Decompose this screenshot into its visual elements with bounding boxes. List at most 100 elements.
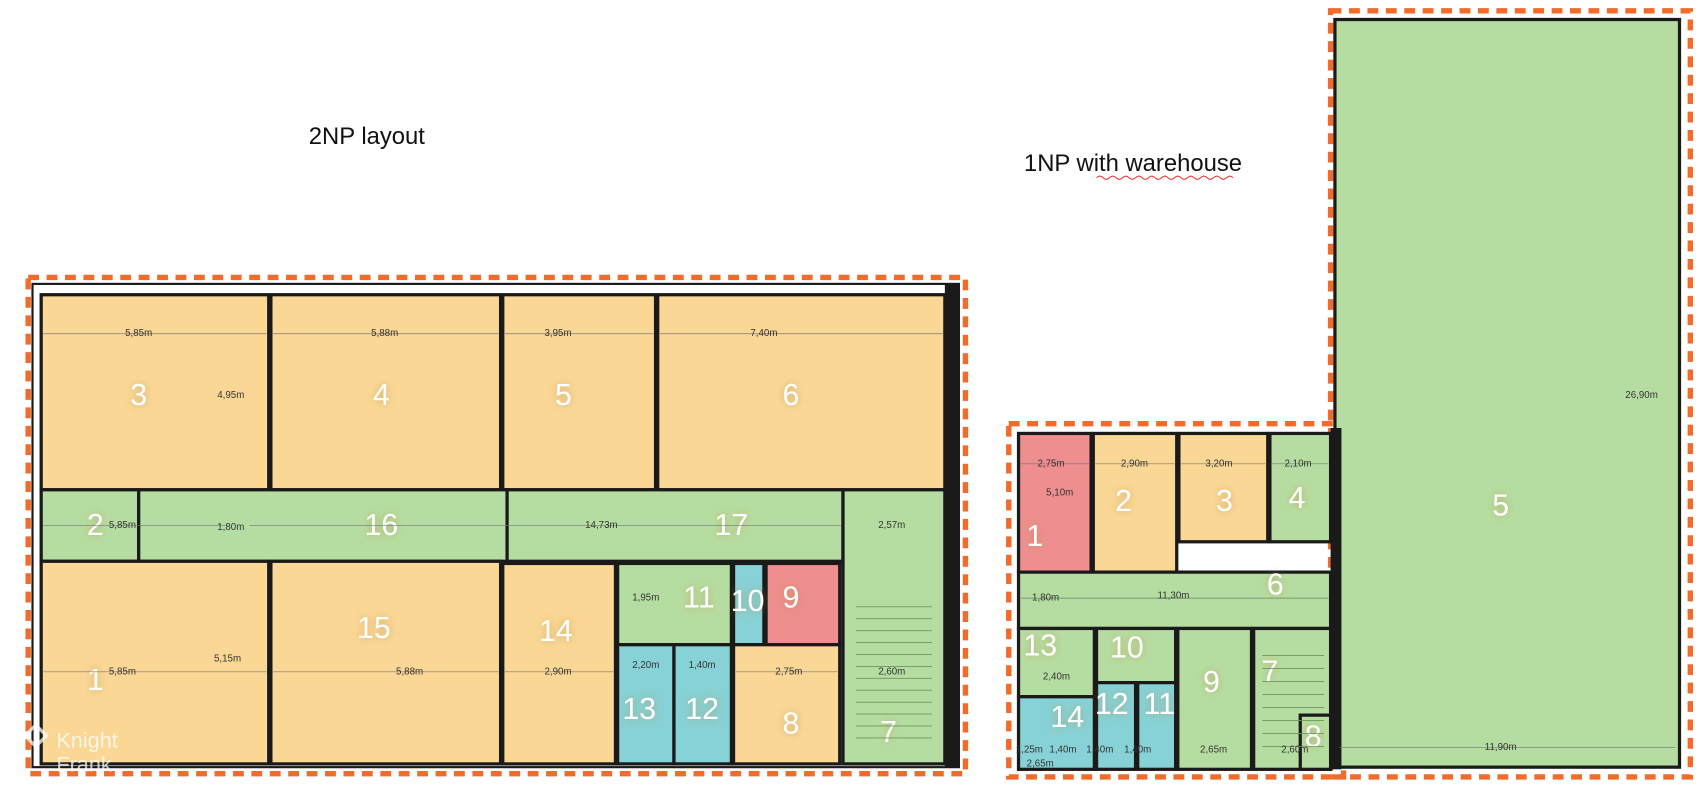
floor1-room <box>1268 431 1333 544</box>
floor1-dimension: 11,90m <box>1485 742 1517 753</box>
floor1-room-number: 6 <box>1267 569 1284 602</box>
floor2-room-number: 5 <box>555 379 572 412</box>
floor1-room-number: 8 <box>1305 720 1322 753</box>
floor1-room <box>1094 681 1138 771</box>
floor2-dimension: 2,75m <box>775 666 802 677</box>
floor1-room <box>1298 713 1333 771</box>
floor1-dimension: 2,65m <box>1200 744 1227 755</box>
floor2-room <box>672 643 734 766</box>
floor2-dimension: 5,85m <box>109 520 136 531</box>
floor2-room <box>269 293 503 492</box>
floor1-room-number: 10 <box>1110 631 1144 664</box>
logo-mark-icon <box>22 722 49 749</box>
floor1-dimension: 1,40m <box>1049 744 1076 755</box>
floor1-room-number: 3 <box>1216 485 1233 518</box>
floor2-dimension: 7,40m <box>750 328 777 339</box>
floor2-room <box>841 488 947 766</box>
floor1-room-number: 13 <box>1023 629 1057 662</box>
floor1-room <box>1176 626 1254 771</box>
boundary-outline <box>1327 8 1694 780</box>
floor2-room-number: 9 <box>783 582 800 615</box>
floor1-dimension: 1,40m <box>1086 744 1113 755</box>
floor1-room <box>1016 626 1097 699</box>
floor2-dimension: 1,40m <box>689 660 716 671</box>
floor1-dimension: 1,40m <box>1124 744 1151 755</box>
warehouse-room-number: 5 <box>1492 490 1509 523</box>
floor1-dimension: 3,20m <box>1205 458 1232 469</box>
floor1-dimension: 26,90m <box>1625 390 1658 401</box>
floor1-dimension: 1,25m <box>1016 744 1043 755</box>
floor2-dimension: 2,20m <box>632 660 659 671</box>
floor2-room <box>269 559 503 766</box>
floor2-dimension: 5,88m <box>396 666 423 677</box>
floor1-room <box>1016 431 1093 574</box>
floor1-dimension: 2,65m <box>1027 758 1054 769</box>
floor1-room-number: 14 <box>1050 701 1084 734</box>
floor2-room-number: 10 <box>731 585 765 618</box>
floor1-room <box>1016 570 1333 631</box>
watermark-text-2: Frank <box>56 751 112 776</box>
floor1-title: 1NP with warehouse <box>1024 150 1242 177</box>
floor1-dimension: 5,10m <box>1046 488 1073 499</box>
floor2-dimension: 2,60m <box>878 666 905 677</box>
floor2-room <box>731 561 766 647</box>
floor2-room <box>501 293 658 492</box>
knight-frank-logo: Knight Frank <box>22 722 118 776</box>
exterior-wall <box>944 283 959 768</box>
floor2-dimension: 5,15m <box>214 653 241 664</box>
floor2-dimension: 2,57m <box>878 520 905 531</box>
floor2-room-number: 8 <box>783 707 800 740</box>
floor2-room <box>501 561 618 766</box>
floor1-dimension: 2,60m <box>1281 744 1308 755</box>
floor1-room <box>1016 695 1097 771</box>
floor2-dimension: 3,95m <box>544 328 571 339</box>
floor1-dimension: 2,40m <box>1043 672 1070 683</box>
floor2-room-number: 11 <box>683 582 714 615</box>
boundary-outline <box>1006 420 1347 780</box>
floor1-dimension: 11,30m <box>1158 590 1190 601</box>
floor2-room-number: 6 <box>783 379 800 412</box>
floor1-room <box>1094 626 1178 685</box>
boundary-outline <box>25 274 969 777</box>
floor1-room-number: 7 <box>1261 655 1278 688</box>
floor1-room-number: 2 <box>1115 485 1132 518</box>
floor2-room <box>764 561 842 647</box>
floor2-dimension: 2,90m <box>544 666 571 677</box>
floor2-room <box>39 559 271 766</box>
floor1-room <box>1136 681 1178 771</box>
floor2-dimension: 14,73m <box>585 520 618 531</box>
floor1-dimension: 1,80m <box>1032 593 1059 604</box>
floor1-room <box>1177 431 1270 544</box>
floor2-room <box>731 643 842 766</box>
floor2-dimension: 4,95m <box>217 390 244 401</box>
floor2-room-number: 7 <box>880 716 897 749</box>
floor2-room <box>615 643 676 766</box>
floor1-room-number: 1 <box>1026 520 1043 553</box>
floor2-room <box>656 293 947 492</box>
floor1-dimension: 2,90m <box>1121 458 1148 469</box>
spellcheck-underline <box>1096 175 1234 180</box>
floor1-room-number: 12 <box>1095 688 1129 721</box>
warehouse-room <box>1333 17 1682 769</box>
floor1-room-number: 9 <box>1203 666 1220 699</box>
floor2-dimension: 5,85m <box>125 328 152 339</box>
warehouse-wall <box>1330 428 1342 770</box>
floor2-room-number: 13 <box>622 693 656 726</box>
floor2-room-number: 14 <box>539 615 573 648</box>
floor1-dimension: 2,75m <box>1037 458 1064 469</box>
floor2-room <box>615 561 734 647</box>
floor1-room-number: 11 <box>1144 688 1175 721</box>
floor2-dimension: 1,95m <box>632 593 659 604</box>
floor1-room-number: 4 <box>1289 482 1306 515</box>
floor2-room-number: 3 <box>130 379 147 412</box>
floor2-room-number: 4 <box>373 379 390 412</box>
floor2-room-number: 15 <box>357 612 391 645</box>
floor2-dimension: 5,85m <box>109 666 136 677</box>
floor2-room-number: 1 <box>87 664 104 697</box>
floor1-dimension: 2,10m <box>1285 458 1312 469</box>
floor1-room <box>1091 431 1179 574</box>
watermark-text: Knight <box>56 728 117 753</box>
